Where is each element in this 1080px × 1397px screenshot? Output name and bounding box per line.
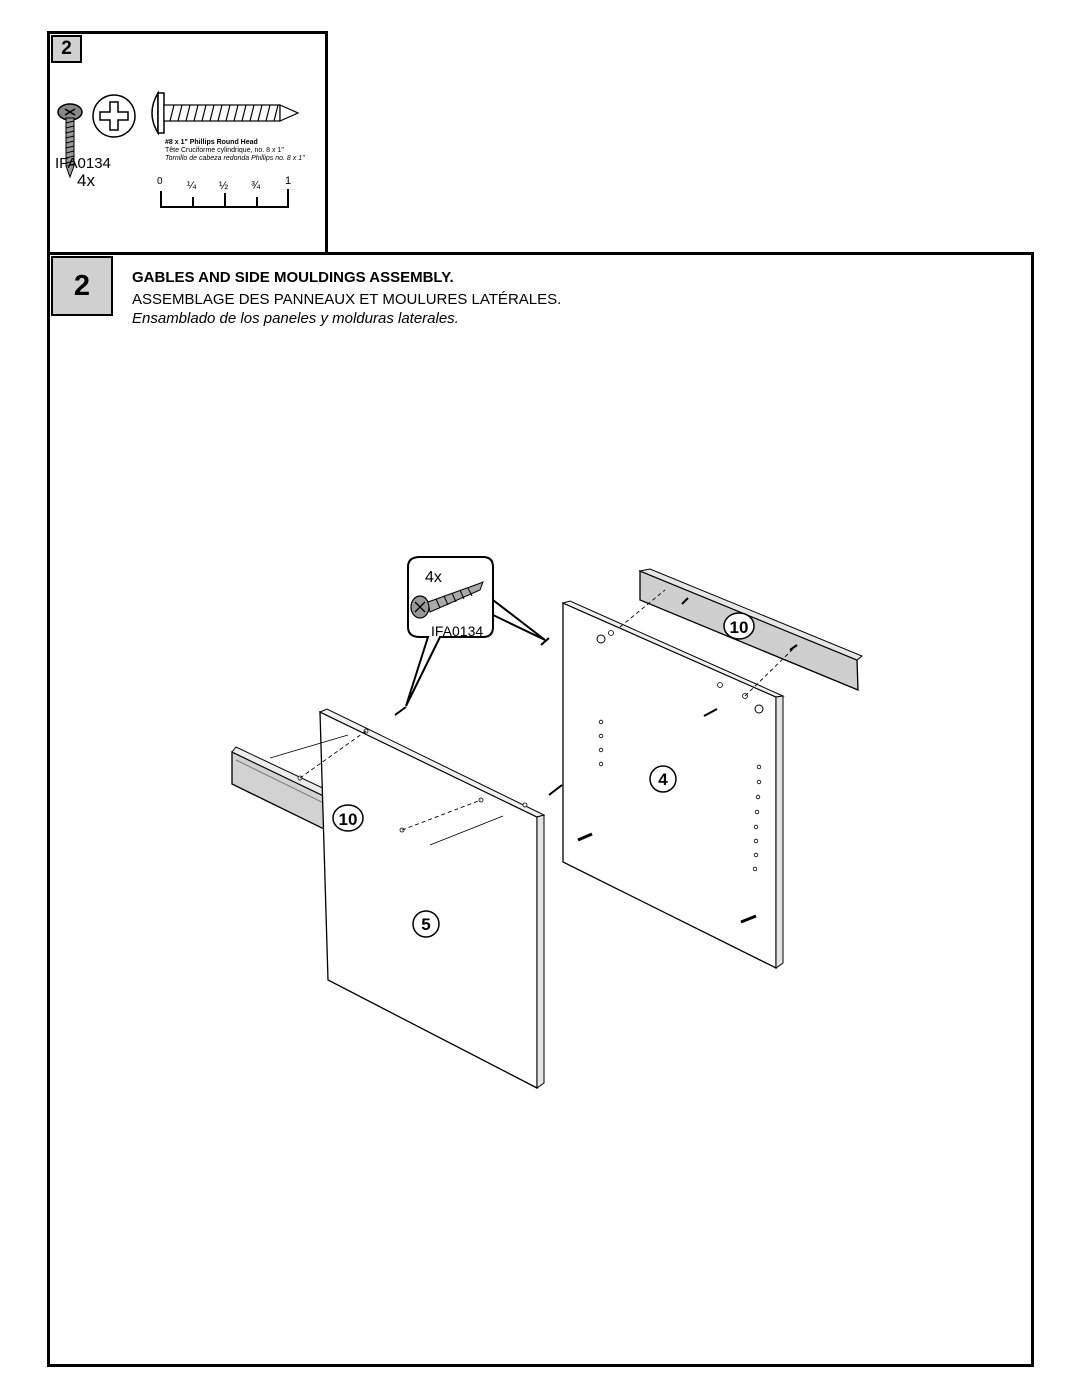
ruler-label-0: 0 [157,176,163,187]
step-badge: 2 [51,256,113,316]
screw-callout [405,556,546,707]
step-title-en: GABLES AND SIDE MOULDINGS ASSEMBLY. [132,269,454,286]
panel-5 [297,708,546,1090]
label-circles [332,612,755,938]
ruler-label-1: 1 [285,175,292,187]
ruler-label-quarter: ¼ [187,180,197,192]
label-moulding-back: 10 [730,618,749,637]
callout-screw-icon [410,581,484,619]
hardware-illustration [57,90,300,208]
inch-ruler [160,189,289,208]
label-moulding-front: 10 [339,810,358,829]
label-panel-4: 4 [658,770,668,789]
step-title-fr: ASSEMBLAGE DES PANNEAUX ET MOULURES LATÉ… [132,291,562,308]
hardware-part-code: IFA0134 [55,155,111,172]
hardware-quantity: 4x [77,171,95,190]
alignment-lines [299,589,796,831]
hardware-step-number: 2 [61,38,72,59]
step-title-es: Ensamblado de los paneles y molduras lat… [132,310,459,327]
ruler-label-half: ½ [219,180,229,192]
label-panel-5: 5 [421,915,430,934]
hardware-desc-fr: Tête Cruciforme cylindrique, no. 8 x 1" [165,147,284,154]
callout-part-code: IFA0134 [431,623,483,639]
hardware-desc-es: Tornillo de cabeza redonda Phillips no. … [165,155,305,162]
step-box [47,252,1034,1367]
screw-side-view-icon [151,90,300,136]
hardware-box [47,31,328,253]
callout-quantity: 4x [425,569,442,586]
step-number: 2 [73,269,91,302]
ruler-label-three-quarter: ¾ [251,180,261,192]
small-screw-icon [57,103,83,179]
insertion-screws [394,597,798,796]
hardware-desc-en: #8 x 1" Phillips Round Head [165,139,258,146]
hardware-step-badge: 2 [51,35,82,63]
phillips-head-icon [92,94,136,138]
